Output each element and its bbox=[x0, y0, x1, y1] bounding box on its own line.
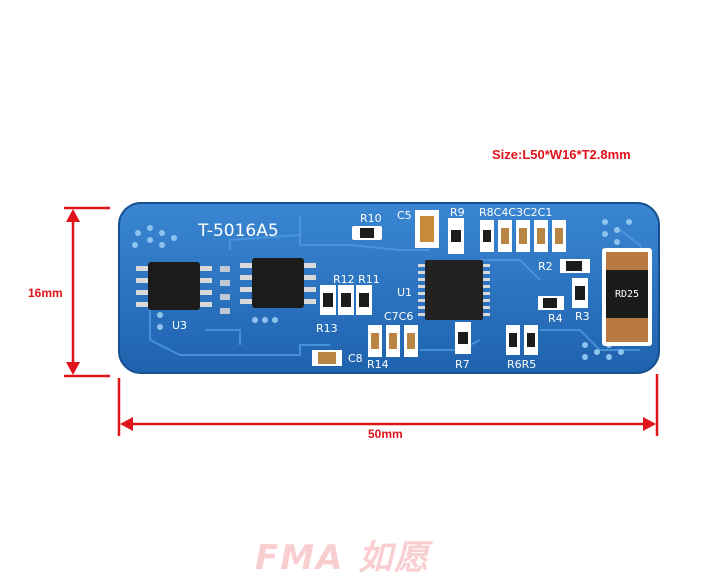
label-r4: R4 bbox=[548, 312, 563, 325]
label-c5: C5 bbox=[397, 209, 412, 222]
label-u1: U1 bbox=[397, 286, 412, 299]
chip-mosfet bbox=[240, 258, 316, 308]
brand-watermark: FMA 如愿 bbox=[255, 538, 431, 578]
label-c7c6: C7C6 bbox=[384, 310, 413, 323]
label-r3: R3 bbox=[575, 310, 590, 323]
height-dimension-label: 16mm bbox=[28, 286, 63, 300]
label-r6r5: R6R5 bbox=[507, 358, 536, 371]
label-c8: C8 bbox=[348, 352, 363, 365]
label-r14: R14 bbox=[367, 358, 389, 371]
size-spec-label: Size:L50*W16*T2.8mm bbox=[492, 147, 631, 162]
width-dimension bbox=[117, 374, 659, 436]
chip-u3 bbox=[136, 262, 212, 310]
width-dimension-label: 50mm bbox=[368, 427, 403, 441]
height-dimension bbox=[64, 206, 110, 378]
label-r9: R9 bbox=[450, 206, 465, 219]
label-r12r11: R12 R11 bbox=[333, 273, 380, 286]
shunt-label: RD25 bbox=[615, 289, 639, 300]
label-r13: R13 bbox=[316, 322, 338, 335]
label-r2: R2 bbox=[538, 260, 553, 273]
chip-u1 bbox=[418, 260, 490, 320]
label-r10: R10 bbox=[360, 212, 382, 225]
label-r8c4c3c2c1: R8C4C3C2C1 bbox=[479, 206, 552, 219]
board-model-label: T-5016A5 bbox=[197, 221, 279, 241]
passive-components bbox=[312, 210, 590, 366]
label-u3: U3 bbox=[172, 319, 187, 332]
shunt-resistor bbox=[602, 248, 652, 346]
label-r7: R7 bbox=[455, 358, 470, 371]
